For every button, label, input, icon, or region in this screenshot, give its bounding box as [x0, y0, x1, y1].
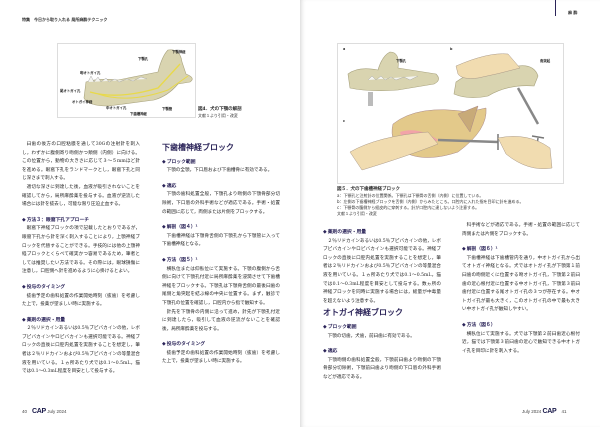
- running-head: 麻 酔: [568, 10, 578, 15]
- divider: [555, 0, 556, 16]
- label: 下顎孔: [138, 57, 149, 61]
- paragraph: 科手術などが適応である。手術・処置の範囲に応じて両側または片側をブロックする。: [462, 223, 580, 237]
- section-heading: 解剖（図６）¹: [462, 246, 580, 255]
- paragraph: 抜歯予定の歯科処置の作業開始時刻（抜歯）を考慮した上で，投薬が望ましい時に実施す…: [162, 350, 280, 365]
- caption-title: 図4．犬の下顎の解剖: [198, 107, 242, 112]
- left-page: 特集 今日から取り入れる 局所麻酔テクニック 下顎孔 下顎神経 吻オトガイ孔 尾…: [0, 0, 300, 427]
- brand-logo: CAP: [32, 408, 46, 415]
- panel-label-c: c: [343, 119, 346, 123]
- paragraph: 下顎の全顎，下口唇および下歯槽骨に有効である。: [166, 168, 273, 174]
- article-heading: オトガイ神経ブロック: [323, 307, 403, 318]
- nerve-block-illustration: [347, 51, 553, 171]
- text-column-1: 臼歯の後方の口腔粘膜を通して30Gの注射針を刺入し，わずかに腹側寄り吻側かつ頬側…: [22, 141, 140, 377]
- brand-logo: CAP: [542, 408, 557, 415]
- mandible-illustration: [83, 49, 193, 107]
- figure-5-caption: 図５．犬の下歯槽神経ブロック a：下顎孔と注射針の位置関係。下顎孔は下顎骨の舌側…: [337, 186, 567, 217]
- label: 吻オトガイ孔: [80, 71, 101, 75]
- section-heading: 薬剤の選択・用量: [323, 229, 441, 238]
- caption-line: a：下顎孔と注射針の位置関係。下顎孔は下顎骨の舌側（内側）に位置している。: [337, 193, 484, 198]
- figure-5-nerve-block: a b c 下顎孔 角突起: [337, 43, 564, 184]
- caption-line: c：下顎骨の腹側から経皮的に穿刺する。針が口腔内に達しないよう注意する。: [337, 205, 480, 210]
- paragraph: 横臥位または仰臥位にて実施する。下顎の腹側から舌側に向けて下顎孔付近に局所麻酔薬…: [162, 266, 280, 306]
- label: 下顎神経: [172, 50, 186, 54]
- label: 下顎孔: [396, 59, 407, 63]
- paragraph: 横臥位にて実施する。犬では下顎第２前臼歯近心根付近，猫では下顎第３前臼歯の近心で…: [462, 331, 580, 354]
- section-heading: 適応: [162, 183, 280, 192]
- page-number: 40: [22, 409, 28, 414]
- paragraph: ２％リドカインあるいは0.5％ブピバカインの他，レボブピバカインやロピバカインも…: [323, 238, 441, 304]
- label: 中オトガイ孔: [106, 106, 127, 110]
- paragraph: 臼歯の後方の口腔粘膜を通して30Gの注射針を刺入し，わずかに腹側寄り吻側かつ頬側…: [22, 142, 140, 182]
- page-number: 41: [561, 409, 567, 414]
- section-heading: ブロック範囲: [162, 159, 280, 168]
- footer: July 2024 CAP 41: [522, 408, 566, 415]
- section-heading: 方法３：眼窩下孔アプローチ: [22, 217, 140, 226]
- caption-line: b：左側の下歯槽神経ブロックを舌側（内側）からみたところ。口腔内に入れた指を目印…: [337, 199, 524, 204]
- paragraph: 抜歯予定の歯科処置の作業開始時刻（抜歯）を考慮した上で，投薬が望ましい時に実施す…: [22, 293, 140, 308]
- section-heading: ブロック範囲: [323, 324, 441, 333]
- section-heading: 投与のタイミング: [22, 284, 140, 293]
- label: 下歯槽神経: [130, 112, 147, 116]
- paragraph: 下顎の切歯，犬歯，前臼歯に有効である。: [327, 333, 415, 339]
- paragraph: 下歯槽神経は下歯槽管内を通り，中オトガイ孔から出てオトガイ神経となる。犬ではオト…: [462, 255, 580, 313]
- label: 尾オトガイ孔: [60, 89, 81, 93]
- label: 角突起: [540, 59, 551, 63]
- section-heading: 適応: [323, 348, 441, 357]
- issue-date: July 2024: [47, 409, 67, 414]
- caption-source: 文献１より引用・改変: [198, 113, 238, 118]
- panel-label-b: b: [450, 47, 453, 51]
- label: オトガイ神経: [72, 100, 93, 104]
- section-heading: 方法（図６）: [462, 322, 580, 331]
- caption-title: 図５．犬の下歯槽神経ブロック: [337, 187, 400, 192]
- right-page: 麻 酔 a b c 下顎孔 角突起 図５．犬の下歯槽神経ブロック a：下顎孔と注…: [300, 0, 600, 427]
- figure-4-caption: 図4．犬の下顎の解剖 文献１より引用・改変: [198, 106, 242, 119]
- paragraph: 下顎吻側の歯科処置全般，下顎前臼歯より吻側の下顎骨部分切除術，下顎前臼歯より吻側…: [323, 357, 441, 380]
- article-heading: 下歯槽神経ブロック: [162, 142, 234, 152]
- issue-date: July 2024: [522, 409, 542, 414]
- paragraph: 下歯槽神経は下顎骨舌側の下顎孔から下顎管に入って下歯槽神経となる。: [162, 233, 280, 248]
- paragraph: 適切な深さに到達した後，血液が吸引されないことを確認してから，局所麻酔薬を投与す…: [22, 184, 140, 208]
- section-heading: 投与のタイミング: [162, 341, 280, 350]
- paragraph: ２％リドカインあるいは0.5％ブピバカインの他，レボブピバカインやロピバカインも…: [22, 326, 140, 375]
- label: 下顎管: [162, 107, 173, 111]
- section-heading: 薬剤の選択・用量: [22, 317, 140, 326]
- panel-label-a: a: [343, 47, 346, 51]
- text-column-2: 下歯槽神経ブロックブロック範囲下顎の全顎，下口唇および下歯槽骨に有効である。適応…: [162, 141, 280, 367]
- text-column-1: 薬剤の選択・用量２％リドカインあるいは0.5％ブピバカインの他，レボブピバカイン…: [323, 222, 441, 383]
- section-heading: 解剖（図４）¹: [162, 224, 280, 233]
- text-column-2: 科手術などが適応である。手術・処置の範囲に応じて両側または片側をブロックする。解…: [462, 222, 580, 356]
- running-head: 特集 今日から取り入れる 局所麻酔テクニック: [22, 17, 108, 22]
- paragraph: 眼窩下神経ブロックの項で記載したとおりであるが，眼窩下孔から針を深く刺入すること…: [22, 226, 140, 275]
- paragraph: 下顎の歯科処置全般，下顎孔より吻側の下顎骨部分切除術，下口唇の外科手術などが適応…: [162, 192, 280, 215]
- section-heading: 方法（図５）¹: [162, 257, 280, 266]
- paragraph: 針先を下顎骨の内側に沿って進め，針先が下顎孔付近に到達したら，吸引して血液の逆流…: [162, 309, 280, 332]
- footer: 40 CAP July 2024: [22, 408, 66, 415]
- caption-source: 文献１より引用・改変: [337, 211, 377, 216]
- figure-4-mandible-anatomy: 下顎孔 下顎神経 吻オトガイ孔 尾オトガイ孔 オトガイ神経 中オトガイ孔 下顎管…: [57, 43, 196, 118]
